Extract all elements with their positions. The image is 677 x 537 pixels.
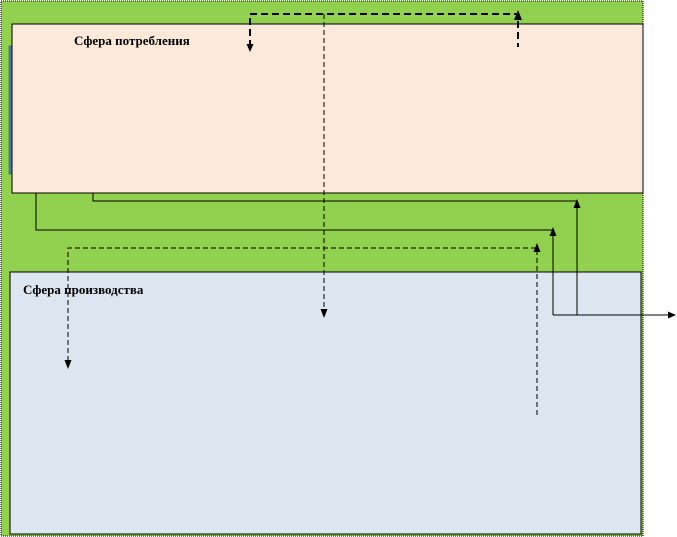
consumption-sphere-box bbox=[11, 23, 644, 194]
production-sphere-label: Сфера производства bbox=[23, 282, 144, 297]
production-dashed-loop bbox=[67, 247, 538, 415]
outflow-arrowhead bbox=[668, 311, 676, 319]
consumption-sphere-label: Сфера потребления bbox=[74, 33, 190, 48]
flow-arrowhead-lower bbox=[549, 227, 557, 236]
production-loop-arrowhead-up bbox=[533, 243, 541, 252]
flow-line-upper bbox=[92, 193, 578, 315]
production-loop-arrowhead-down bbox=[64, 360, 72, 369]
vertical-dashed-arrowhead bbox=[320, 309, 328, 318]
top-dashed-arrowhead bbox=[514, 10, 522, 20]
left-dashed-arrowhead bbox=[246, 44, 254, 52]
flow-line-lower bbox=[35, 193, 554, 315]
flow-arrowhead-upper bbox=[573, 199, 581, 208]
production-sphere-box bbox=[9, 271, 642, 535]
top-dashed-connector bbox=[249, 13, 519, 47]
